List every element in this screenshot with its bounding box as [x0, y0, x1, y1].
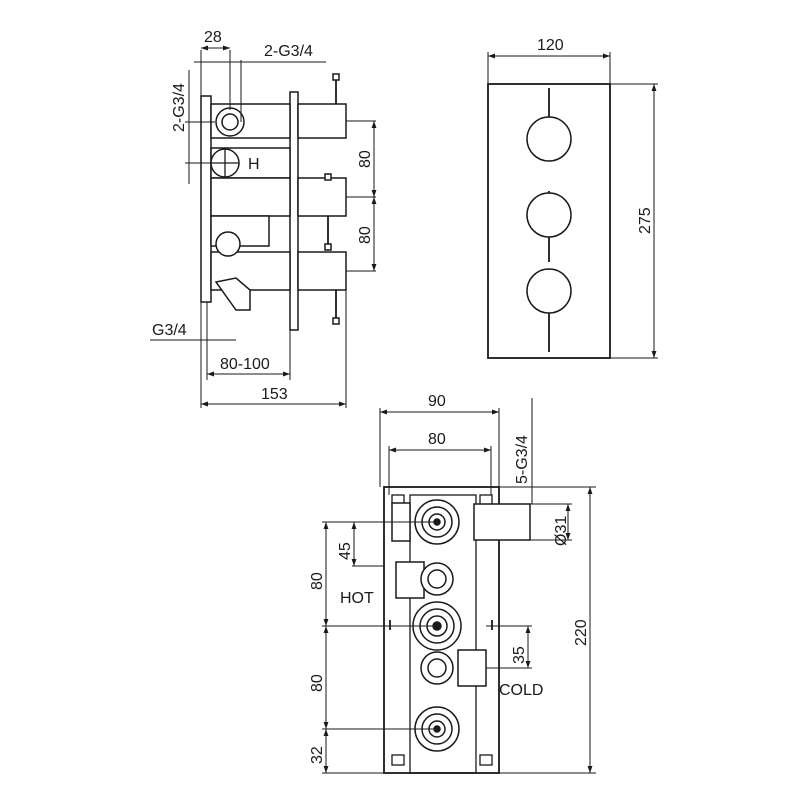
dim-153-label: 153 — [261, 386, 288, 403]
dim-35-label: 35 — [511, 646, 528, 664]
dim-45-label: 45 — [337, 542, 354, 560]
hot-marker-label: H — [248, 156, 260, 173]
hot-label: HOT — [340, 590, 374, 607]
dim-80-100-label: 80-100 — [220, 356, 270, 373]
knob-top — [526, 88, 572, 162]
inlet-cold — [420, 649, 487, 687]
knob-bottom — [526, 268, 572, 352]
dim-80-lower-body-label: 80 — [309, 674, 326, 692]
dim-2g34-top-label: 2-G3/4 — [264, 43, 313, 60]
handle-top-side — [297, 73, 347, 139]
dim-80-upper-body-label: 80 — [309, 572, 326, 590]
dim-32-label: 32 — [309, 746, 326, 764]
dim-2g34-left-label: 2-G3/4 — [171, 83, 188, 132]
dim-120-label: 120 — [537, 37, 564, 54]
inlet-hot — [395, 561, 454, 599]
dim-220-label: 220 — [573, 619, 590, 646]
outlet-port-bottom — [214, 277, 251, 311]
outlet-port-mid — [215, 231, 241, 257]
knob-middle — [526, 191, 572, 262]
valve-body-column — [409, 494, 477, 774]
dim-g34-label: G3/4 — [152, 322, 187, 339]
dim-28-label: 28 — [204, 29, 222, 46]
cover-plate-profile — [289, 91, 299, 331]
handle-mid-side — [297, 173, 347, 251]
valve-body-view: 90 80 5-G3/4 Ø31 220 45 80 80 32 — [309, 393, 596, 774]
outlet-pipe — [473, 503, 531, 541]
mounting-bracket — [200, 95, 212, 303]
front-plate-view: 120 275 — [487, 37, 658, 359]
cover-plate — [487, 83, 611, 359]
dim-80-label: 80 — [428, 431, 446, 448]
dim-90-label: 90 — [428, 393, 446, 410]
dim-80-lower-label: 80 — [357, 226, 374, 244]
handle-bottom-side — [297, 251, 347, 325]
dim-80-upper-label: 80 — [357, 150, 374, 168]
dim-275-label: 275 — [637, 207, 654, 234]
cold-label: COLD — [499, 682, 543, 699]
side-view: H 28 2-G3/4 2-G3/4 80 80 G3/4 80-100 — [150, 29, 377, 408]
dim-5g34-label: 5-G3/4 — [514, 435, 531, 484]
dim-d31-label: Ø31 — [553, 516, 570, 546]
